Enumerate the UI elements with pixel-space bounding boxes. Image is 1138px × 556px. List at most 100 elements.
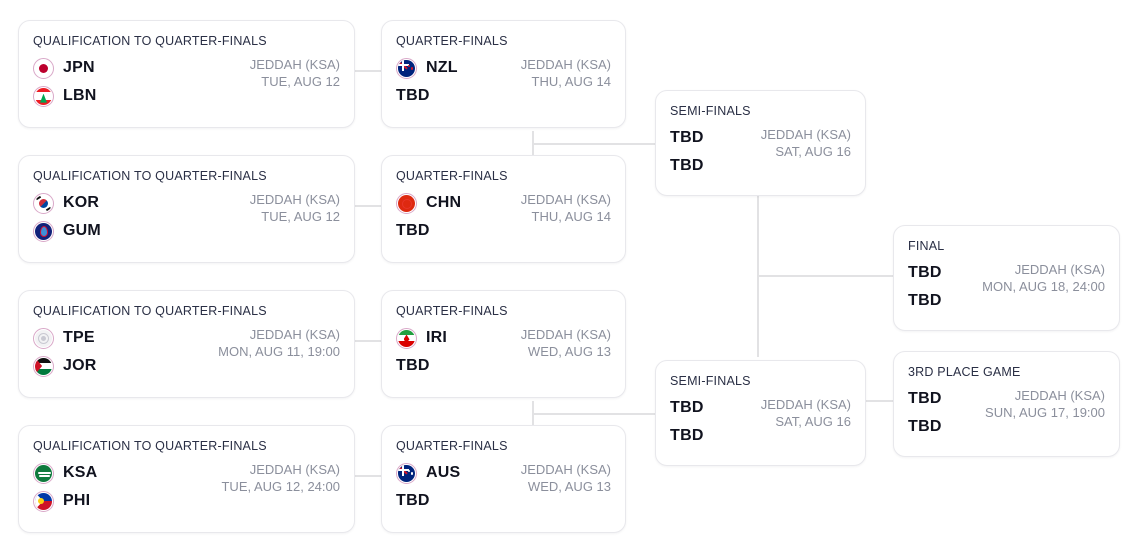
team-code: IRI xyxy=(426,329,448,346)
team-row: TBD xyxy=(396,490,611,512)
match-datetime: WED, AUG 13 xyxy=(527,343,611,359)
match-card-qualification-1[interactable]: QUALIFICATION TO QUARTER-FINALS JPN LBN … xyxy=(18,20,355,128)
match-card-semi-final-1[interactable]: SEMI-FINALS TBD TBD JEDDAH (KSA) SAT, AU… xyxy=(655,90,866,196)
team-code: NZL xyxy=(426,59,458,76)
team-row: TBD xyxy=(908,388,1105,410)
team-code: TBD xyxy=(670,157,704,174)
match-card-third-place[interactable]: 3RD PLACE GAME TBD TBD JEDDAH (KSA) SUN,… xyxy=(893,351,1120,457)
flag-jor-icon xyxy=(33,355,54,377)
match-card-quarter-final-4[interactable]: QUARTER-FINALS AUS TBD JEDDAH (KSA) WED,… xyxy=(381,425,626,533)
team-code: TBD xyxy=(908,264,942,281)
flag-tpe-icon xyxy=(33,327,54,349)
match-card-quarter-final-1[interactable]: QUARTER-FINALS NZL TBD JEDDAH (KSA) THU,… xyxy=(381,20,626,128)
match-datetime: WED, AUG 13 xyxy=(527,478,611,494)
match-meta: JEDDAH (KSA) TUE, AUG 12 xyxy=(250,192,340,225)
match-datetime: SAT, AUG 16 xyxy=(775,413,851,429)
match-title: 3RD PLACE GAME xyxy=(908,365,1021,379)
team-code: GUM xyxy=(63,222,101,239)
flag-iri-icon xyxy=(396,327,417,349)
match-meta: JEDDAH (KSA) TUE, AUG 12 xyxy=(250,57,340,90)
team-code: TBD xyxy=(670,399,704,416)
match-datetime: TUE, AUG 12, 24:00 xyxy=(221,478,340,494)
team-row: IRI xyxy=(396,327,611,349)
team-row: TBD xyxy=(396,355,611,377)
match-datetime: THU, AUG 14 xyxy=(531,208,611,224)
connector-sf-final-horizontal xyxy=(757,275,895,277)
team-row: LBN xyxy=(33,85,340,107)
match-title: QUALIFICATION TO QUARTER-FINALS xyxy=(33,169,267,183)
match-meta: JEDDAH (KSA) SUN, AUG 17, 19:00 xyxy=(985,388,1105,421)
match-datetime: MON, AUG 11, 19:00 xyxy=(218,343,340,359)
match-title: QUALIFICATION TO QUARTER-FINALS xyxy=(33,34,267,48)
team-row: NZL xyxy=(396,57,611,79)
team-row: TBD xyxy=(908,290,1105,312)
match-venue: JEDDAH (KSA) xyxy=(1014,388,1105,403)
match-card-semi-final-2[interactable]: SEMI-FINALS TBD TBD JEDDAH (KSA) SAT, AU… xyxy=(655,360,866,466)
match-card-quarter-final-2[interactable]: QUARTER-FINALS CHN TBD JEDDAH (KSA) THU,… xyxy=(381,155,626,263)
team-row: TBD xyxy=(670,425,851,447)
match-card-quarter-final-3[interactable]: QUARTER-FINALS IRI TBD JEDDAH (KSA) WED,… xyxy=(381,290,626,398)
flag-aus-icon xyxy=(396,462,417,484)
connector-qual2-qf2 xyxy=(355,205,381,207)
team-row: AUS xyxy=(396,462,611,484)
match-datetime: MON, AUG 18, 24:00 xyxy=(982,278,1105,294)
match-venue: JEDDAH (KSA) xyxy=(249,327,340,342)
match-title: QUARTER-FINALS xyxy=(396,439,508,453)
team-row: TBD xyxy=(908,416,1105,438)
team-row: JPN xyxy=(33,57,340,79)
team-row: KSA xyxy=(33,462,340,484)
team-code: TPE xyxy=(63,329,95,346)
flag-gum-icon xyxy=(33,220,54,242)
match-meta: JEDDAH (KSA) SAT, AUG 16 xyxy=(761,127,851,160)
flag-phi-icon xyxy=(33,490,54,512)
team-row: GUM xyxy=(33,220,340,242)
match-title: FINAL xyxy=(908,239,945,253)
flag-ksa-icon xyxy=(33,462,54,484)
match-meta: JEDDAH (KSA) TUE, AUG 12, 24:00 xyxy=(221,462,340,495)
match-meta: JEDDAH (KSA) WED, AUG 13 xyxy=(521,327,611,360)
flag-lbn-icon xyxy=(33,85,54,107)
flag-nzl-icon xyxy=(396,57,417,79)
team-code: AUS xyxy=(426,464,461,481)
connector-qf-pair2-horizontal xyxy=(532,413,656,415)
match-datetime: SUN, AUG 17, 19:00 xyxy=(985,404,1105,420)
match-venue: JEDDAH (KSA) xyxy=(1014,262,1105,277)
match-datetime: THU, AUG 14 xyxy=(531,73,611,89)
match-card-final[interactable]: FINAL TBD TBD JEDDAH (KSA) MON, AUG 18, … xyxy=(893,225,1120,331)
flag-kor-icon xyxy=(33,192,54,214)
match-card-qualification-4[interactable]: QUALIFICATION TO QUARTER-FINALS KSA PHI … xyxy=(18,425,355,533)
team-code: TBD xyxy=(670,129,704,146)
match-venue: JEDDAH (KSA) xyxy=(520,327,611,342)
team-code: LBN xyxy=(63,87,97,104)
team-row: CHN xyxy=(396,192,611,214)
match-title: QUALIFICATION TO QUARTER-FINALS xyxy=(33,304,267,318)
match-card-qualification-3[interactable]: QUALIFICATION TO QUARTER-FINALS TPE JOR … xyxy=(18,290,355,398)
flag-jpn-icon xyxy=(33,57,54,79)
team-row: TPE xyxy=(33,327,340,349)
match-venue: JEDDAH (KSA) xyxy=(760,397,851,412)
team-row: PHI xyxy=(33,490,340,512)
match-meta: JEDDAH (KSA) THU, AUG 14 xyxy=(521,57,611,90)
team-row: TBD xyxy=(670,127,851,149)
team-code: KSA xyxy=(63,464,98,481)
match-title: QUARTER-FINALS xyxy=(396,169,508,183)
flag-chn-icon xyxy=(396,192,417,214)
connector-qf-pair1-horizontal xyxy=(532,143,656,145)
match-title: QUARTER-FINALS xyxy=(396,304,508,318)
connector-qual3-qf3 xyxy=(355,340,381,342)
match-venue: JEDDAH (KSA) xyxy=(249,192,340,207)
match-venue: JEDDAH (KSA) xyxy=(520,192,611,207)
team-code: CHN xyxy=(426,194,462,211)
match-venue: JEDDAH (KSA) xyxy=(249,462,340,477)
match-meta: JEDDAH (KSA) MON, AUG 11, 19:00 xyxy=(218,327,340,360)
team-row: TBD xyxy=(396,85,611,107)
connector-qual1-qf1 xyxy=(355,70,381,72)
match-datetime: TUE, AUG 12 xyxy=(261,73,340,89)
team-code: JPN xyxy=(63,59,95,76)
match-title: QUARTER-FINALS xyxy=(396,34,508,48)
team-code: TBD xyxy=(908,390,942,407)
team-code: KOR xyxy=(63,194,100,211)
match-card-qualification-2[interactable]: QUALIFICATION TO QUARTER-FINALS KOR GUM … xyxy=(18,155,355,263)
team-code: TBD xyxy=(670,427,704,444)
